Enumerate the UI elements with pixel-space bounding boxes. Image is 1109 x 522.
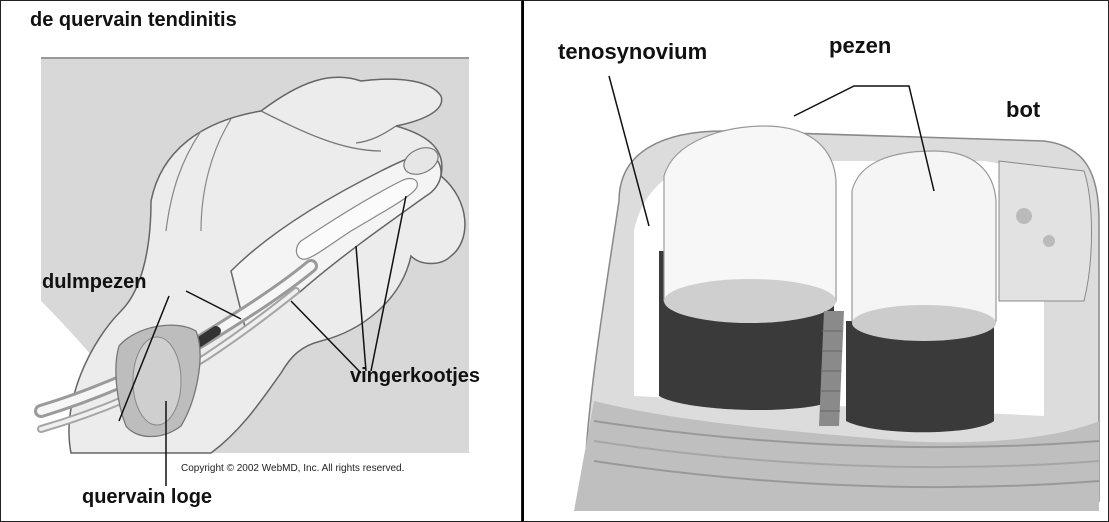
label-dulmpezen: dulmpezen [42, 271, 146, 294]
label-vingerkootjes: vingerkootjes [350, 365, 480, 388]
bone [999, 161, 1092, 301]
copyright-notice: Copyright © 2002 WebMD, Inc. All rights … [181, 463, 404, 474]
left-figure-panel: de quervain tendinitis dulmpezen vingerk… [0, 0, 522, 522]
hand-illustration [1, 1, 522, 522]
compartment-highlight [133, 337, 181, 425]
figure-title: de quervain tendinitis [30, 9, 237, 32]
right-figure-panel: tenosynovium pezen bot [522, 0, 1109, 522]
label-tenosynovium: tenosynovium [558, 39, 707, 65]
label-quervain-loge: quervain loge [82, 486, 212, 509]
label-bot: bot [1006, 97, 1040, 123]
label-pezen: pezen [829, 33, 891, 59]
tendon-cross-section [524, 1, 1109, 522]
